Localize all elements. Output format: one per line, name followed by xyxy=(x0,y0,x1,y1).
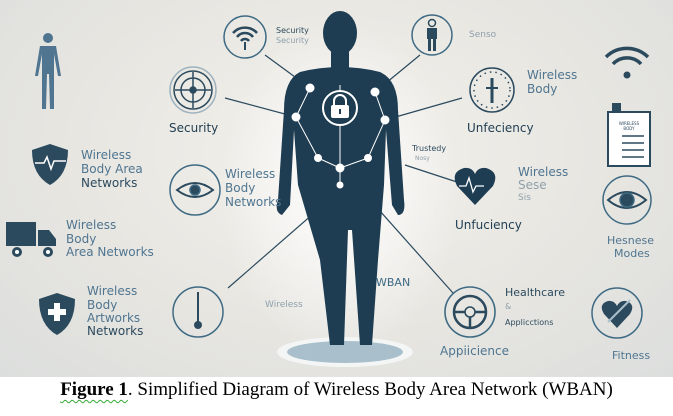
eye-circle-icon xyxy=(169,164,221,216)
wifi-circle-icon xyxy=(223,15,267,59)
label: Modes xyxy=(614,247,650,260)
platform xyxy=(277,337,413,367)
figure-label: Figure 1 xyxy=(60,379,128,400)
label: Unfeciency xyxy=(467,121,534,135)
caption-text: . Simplified Diagram of Wireless Body Ar… xyxy=(127,379,613,400)
person-circle-icon xyxy=(411,14,453,56)
label: Networks xyxy=(225,195,282,209)
target-circle-icon xyxy=(444,286,496,338)
label: Healthcare xyxy=(505,286,565,299)
label: Body xyxy=(527,82,558,96)
lock-icon xyxy=(331,94,349,118)
label: Nosy xyxy=(415,155,430,162)
label: Applicctions xyxy=(505,318,554,327)
label: Body xyxy=(66,232,97,246)
truck-icon xyxy=(6,222,56,257)
label: Sese xyxy=(518,178,547,192)
label: Artworks xyxy=(87,311,141,325)
label: Wireless xyxy=(265,300,303,310)
heart-ecg-icon xyxy=(454,167,496,205)
eye-right-icon xyxy=(602,175,652,225)
label: Unfuciency xyxy=(455,218,522,232)
wifi-icon xyxy=(604,46,650,79)
label: Security xyxy=(276,26,309,35)
label: Wireless xyxy=(81,148,132,162)
shield-plus-icon xyxy=(39,293,75,335)
label: Trustedy xyxy=(412,144,447,153)
wban-diagram: Security Security Senso Security Wireles… xyxy=(0,0,673,377)
label: WBAN xyxy=(376,276,411,289)
label: & xyxy=(505,302,512,311)
diagram-graphics xyxy=(6,11,652,367)
label: Security xyxy=(276,36,309,45)
label: Security xyxy=(169,121,219,135)
label: Body Area xyxy=(81,162,143,176)
human-silhouette xyxy=(276,11,405,345)
label: Networks xyxy=(87,324,144,338)
label: Wireless xyxy=(87,284,138,298)
label: Sis xyxy=(518,193,531,203)
label: Wireless xyxy=(527,68,578,82)
figure-caption: Figure 1. Simplified Diagram of Wireless… xyxy=(0,379,673,401)
label: Appiicience xyxy=(440,344,510,358)
label: Wireless xyxy=(225,167,276,181)
clock-icon xyxy=(469,67,515,113)
shield-heartbeat-icon xyxy=(32,144,68,185)
label: Area Networks xyxy=(66,245,154,259)
heart-circle-icon xyxy=(591,287,643,339)
label: Wireless xyxy=(66,218,117,232)
label: Hesnese xyxy=(607,234,655,247)
label: Networks xyxy=(81,176,138,190)
label: Body xyxy=(225,181,256,195)
label: Wireless xyxy=(518,165,569,179)
label: Senso xyxy=(469,30,497,40)
label: Fitness xyxy=(612,349,651,362)
document-title: WIRELESS BODY xyxy=(618,121,640,131)
network-nodes xyxy=(291,83,390,189)
label: Body xyxy=(87,298,118,312)
thermometer-circle-icon xyxy=(172,286,224,338)
document-icon xyxy=(607,103,651,167)
small-person-icon xyxy=(35,33,61,109)
crosshair-icon xyxy=(169,66,217,114)
